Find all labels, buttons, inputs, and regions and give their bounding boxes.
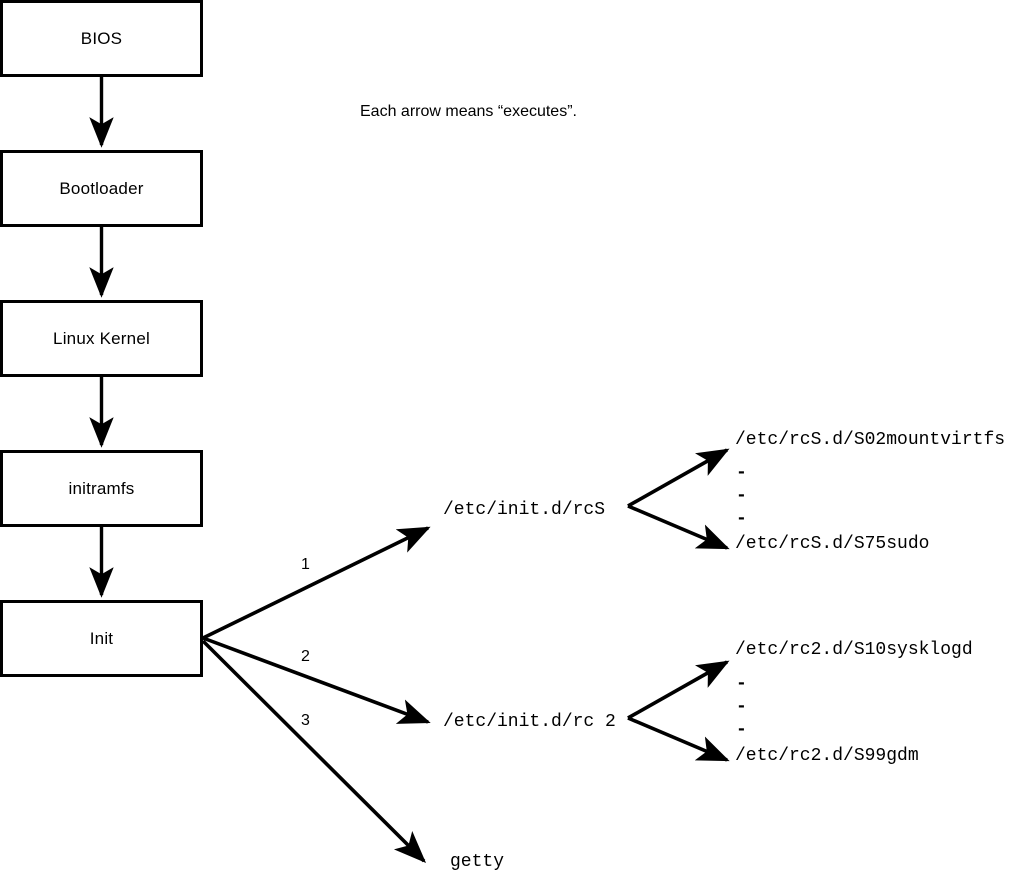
rc2-ellipsis-dash-3: - <box>736 720 747 740</box>
edge-number-3: 3 <box>301 712 310 729</box>
node-initramfs[interactable]: initramfs <box>0 450 203 527</box>
arrow-init-to-rc2 <box>202 636 431 724</box>
arrow-rc2-to-last-script <box>627 716 730 762</box>
node-linux-kernel-label: Linux Kernel <box>53 328 150 348</box>
label-getty[interactable]: getty <box>450 852 505 872</box>
label-rcs-last-script[interactable]: /etc/rcS.d/S75sudo <box>735 534 930 554</box>
node-init-label: Init <box>89 628 114 648</box>
rc2-ellipsis-dash-2: - <box>736 697 747 717</box>
arrow-init-to-rcs <box>202 526 431 640</box>
label-rcs-first-script[interactable]: /etc/rcS.d/S02mountvirtfs <box>735 430 1006 450</box>
label-init-d-rcs[interactable]: /etc/init.d/rcS <box>443 500 606 520</box>
label-rc2-first-script[interactable]: /etc/rc2.d/S10sysklogd <box>735 640 973 660</box>
edge-number-1: 1 <box>301 556 310 573</box>
arrow-init-to-getty <box>201 639 427 864</box>
label-init-d-rc2[interactable]: /etc/init.d/rc 2 <box>443 712 616 732</box>
rcs-ellipsis-dash-3: - <box>736 509 747 529</box>
rcs-ellipsis-dash-2: - <box>736 486 747 506</box>
arrow-rcs-to-first-script <box>627 448 730 508</box>
node-linux-kernel[interactable]: Linux Kernel <box>0 300 203 377</box>
node-bios[interactable]: BIOS <box>0 0 203 77</box>
arrow-rc2-to-first-script <box>627 660 730 720</box>
legend-note: Each arrow means “executes”. <box>360 103 577 120</box>
node-init[interactable]: Init <box>0 600 203 677</box>
rcs-ellipsis-dash-1: - <box>736 463 747 483</box>
arrow-rcs-to-last-script <box>627 504 730 550</box>
edge-number-2: 2 <box>301 648 310 665</box>
label-rc2-last-script[interactable]: /etc/rc2.d/S99gdm <box>735 746 919 766</box>
node-initramfs-label: initramfs <box>68 478 135 498</box>
node-bios-label: BIOS <box>80 28 123 48</box>
node-bootloader-label: Bootloader <box>59 178 144 198</box>
rc2-ellipsis-dash-1: - <box>736 674 747 694</box>
node-bootloader[interactable]: Bootloader <box>0 150 203 227</box>
